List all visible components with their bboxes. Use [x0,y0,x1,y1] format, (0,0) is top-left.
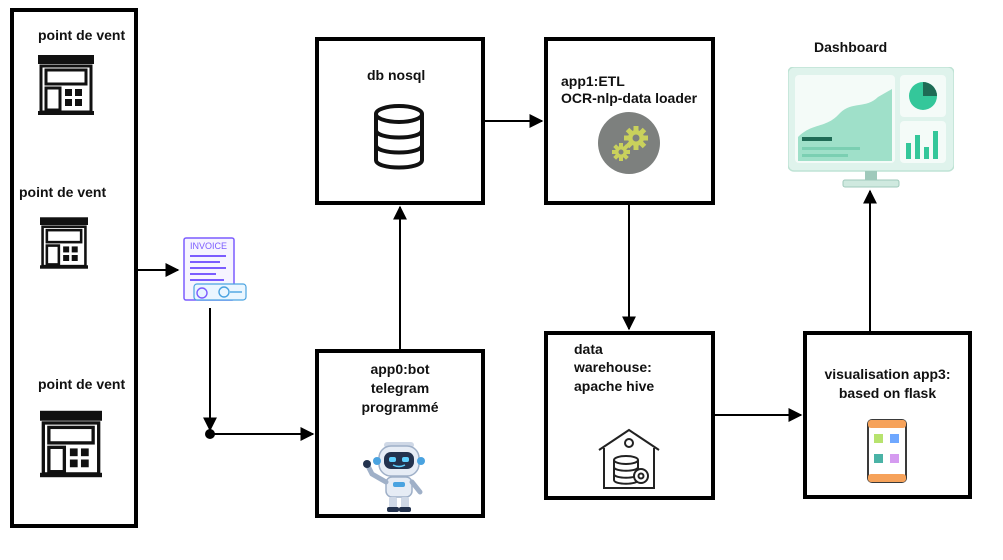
gears-icon [598,112,660,174]
warehouse-label-line3: apache hive [574,378,655,394]
store-icon [38,55,94,115]
mobile-app-icon [867,419,907,483]
dashboard-label: Dashboard [814,39,888,55]
app1-label-line1: app1:ETL [561,73,625,89]
store-label-3: point de vent [38,376,126,392]
warehouse-label-line1: data [574,341,603,357]
warehouse-icon [598,428,660,489]
store-icon [40,217,88,269]
store-icon [40,410,102,478]
invoice-label: INVOICE [190,241,227,251]
dashboard-monitor-icon [788,67,954,188]
app3-label-line2: based on flask [838,385,937,401]
app0-label-line3: programmé [361,399,439,415]
junction-dot [205,429,215,439]
invoice-icon: INVOICE [183,237,247,301]
warehouse-label-line2: warehouse: [574,359,652,375]
app3-label-line1: visualisation app3: [824,366,951,382]
store-label-2: point de vent [19,184,107,200]
app1-label-line2: OCR-nlp-data loader [561,90,698,106]
app0-label-line2: telegram [370,380,430,396]
store-label-1: point de vent [38,27,126,43]
app0-label-line1: app0:bot [370,361,430,377]
data-warehouse-node [544,331,715,500]
db-nosql-label: db nosql [367,67,426,83]
database-icon [374,104,424,170]
robot-icon [363,442,425,512]
